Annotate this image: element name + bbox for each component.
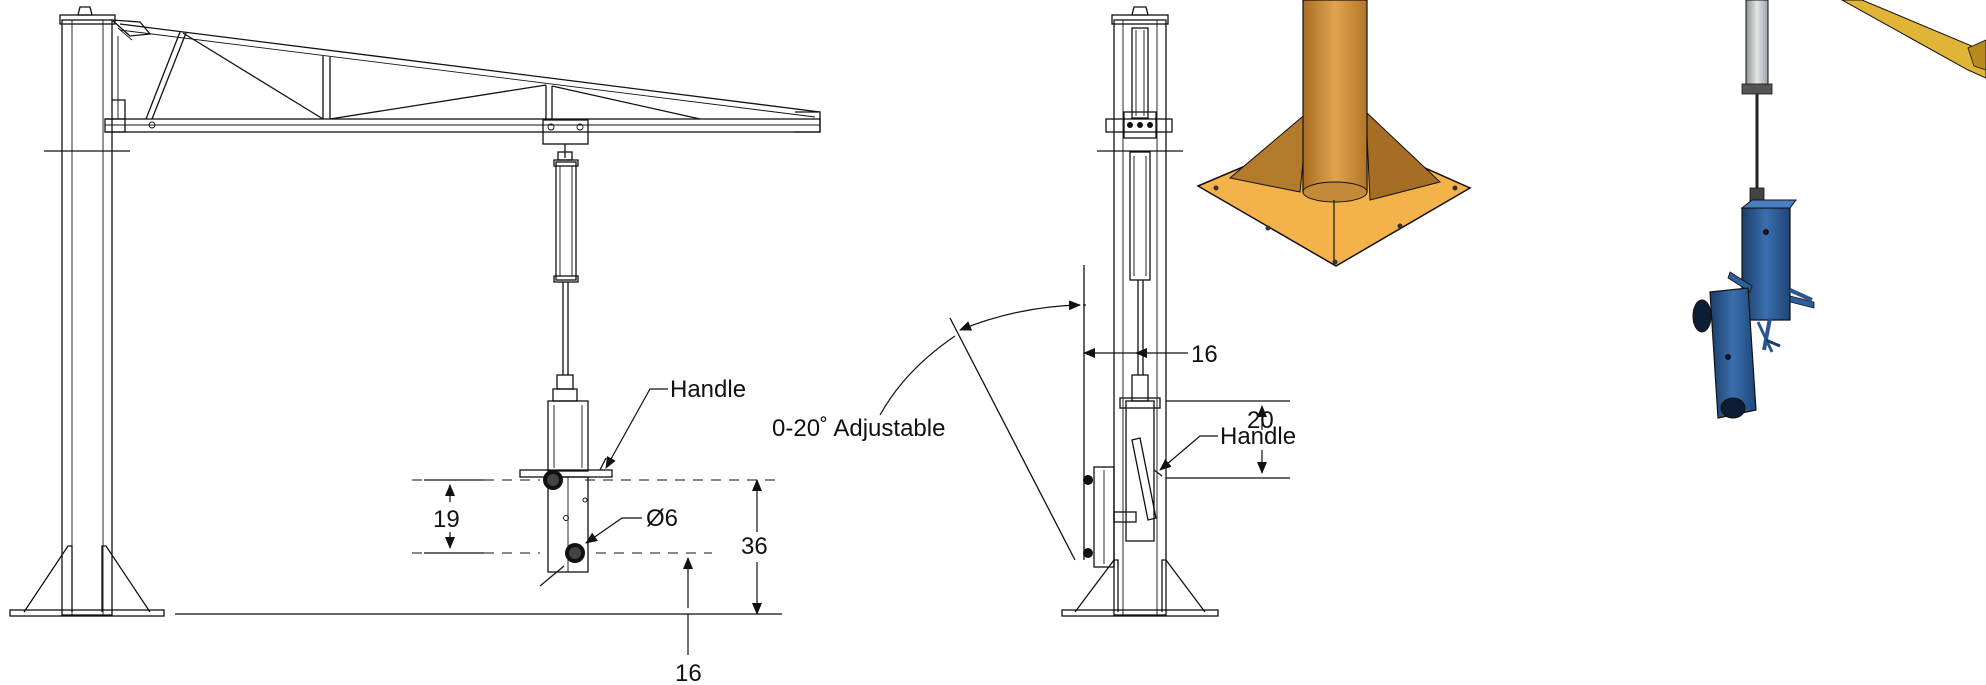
dimension-36: 36 — [741, 479, 768, 615]
angle-indicator: 0-20˚ Adjustable — [772, 265, 1086, 561]
angle-label: 0-20˚ Adjustable — [772, 415, 945, 442]
dimension-36-label: 36 — [741, 533, 768, 560]
dimension-19: 19 — [424, 479, 484, 554]
column — [9, 6, 165, 617]
dimension-19-label: 19 — [433, 506, 460, 533]
dimension-16-offset: 16 — [1083, 341, 1218, 368]
front-view: 0-20˚ Adjustable 16 20 Handle — [772, 6, 1296, 617]
front-gripper — [1083, 397, 1163, 568]
dimension-16-offset-label: 16 — [1191, 341, 1218, 368]
dimension-16-bottom: 16 — [675, 557, 702, 685]
front-column — [1061, 6, 1219, 617]
base-3d-view — [1196, 0, 1472, 267]
side-view: 19 36 16 Ø6 Handle — [9, 6, 821, 685]
dimension-20-label: 20 — [1247, 407, 1274, 434]
dimension-16-bottom-label: 16 — [675, 660, 702, 685]
handle-label-side: Handle — [670, 376, 746, 403]
trolley-cylinder — [542, 119, 589, 402]
diameter-label: Ø6 — [646, 505, 678, 532]
handle-label-front: Handle — [1220, 423, 1296, 450]
jib-arm — [104, 19, 821, 133]
gripper-head — [519, 400, 613, 573]
front-cylinder — [1129, 151, 1151, 402]
dimension-20: 20 — [1166, 400, 1290, 479]
gripper-3d-view — [1692, 0, 1986, 419]
diameter-callout: Ø6 — [539, 505, 678, 587]
handle-callout-front: Handle — [1159, 423, 1296, 471]
handle-callout-side: Handle — [605, 376, 746, 469]
